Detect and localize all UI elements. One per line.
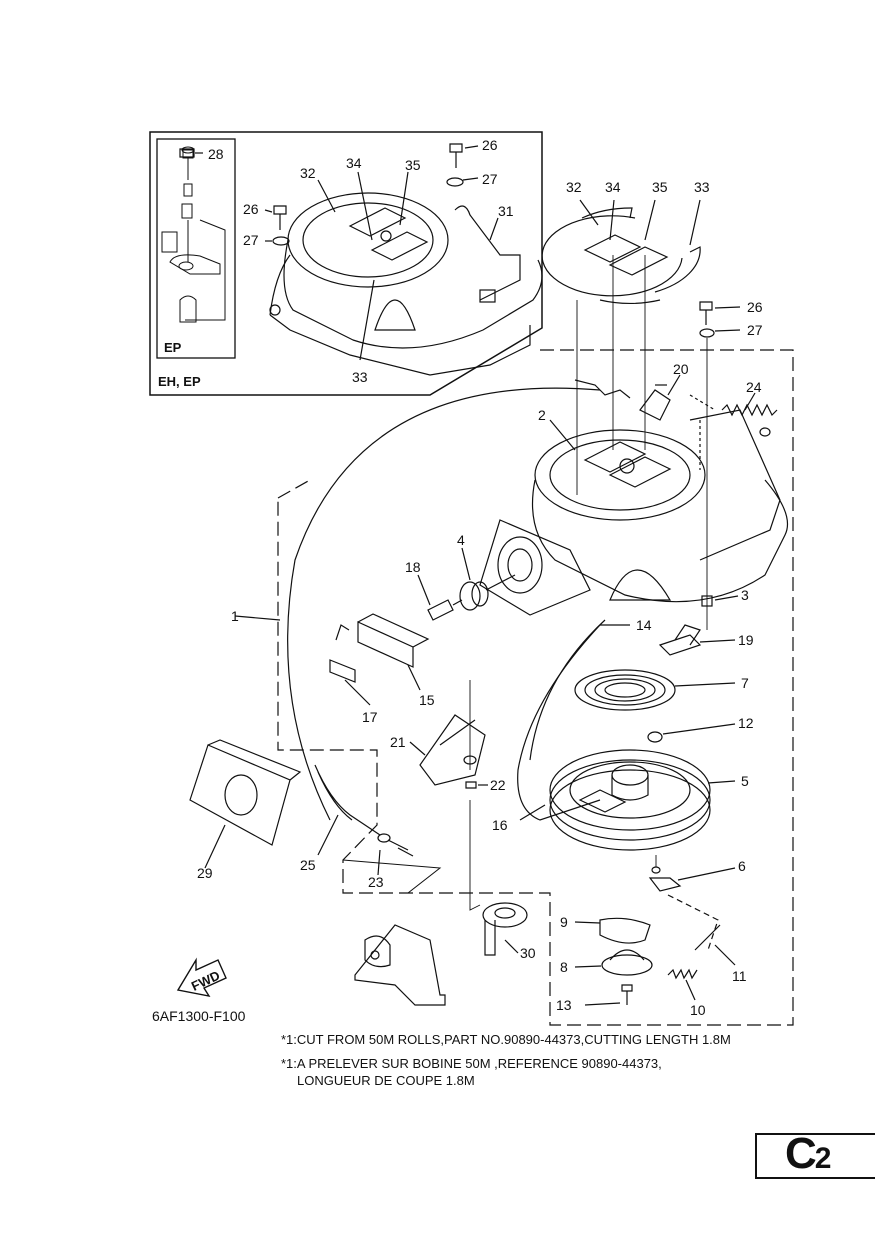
callout-9: 9 [560, 914, 568, 930]
clip-17 [329, 624, 356, 683]
inset-washer-27a [446, 177, 464, 187]
callout-21: 21 [390, 734, 406, 750]
recoil-starter-housing [479, 384, 789, 616]
callout-2: 2 [538, 407, 546, 423]
washer-27 [699, 328, 715, 338]
note-french-line2: LONGUEUR DE COUPE 1.8M [297, 1073, 475, 1088]
callout-28: 28 [208, 146, 224, 162]
inset-bolt-26a [449, 143, 463, 168]
callout-24: 24 [746, 379, 762, 395]
cable-25 [314, 764, 381, 836]
adjuster-18 [427, 599, 463, 621]
callout-34: 34 [605, 179, 621, 195]
callout-18: 18 [405, 559, 421, 575]
starter-cable-16 [517, 624, 601, 821]
lever-19 [658, 624, 702, 656]
emblem-exploded-illustration [541, 207, 701, 304]
callout-14: 14 [636, 617, 652, 633]
callout-31: 31 [498, 203, 514, 219]
callout-27: 27 [747, 322, 763, 338]
callout-32: 32 [566, 179, 582, 195]
callout-labels: 28 32 34 35 26 27 26 27 31 33 EP EH, EP … [152, 137, 763, 1024]
bolt-26 [699, 301, 713, 325]
callout-17: 17 [362, 709, 378, 725]
page-code-box: C2 [755, 1129, 875, 1179]
fwd-arrow-icon [176, 957, 227, 997]
callout-33: 33 [694, 179, 710, 195]
screw-22 [465, 781, 477, 789]
cover-plate-29 [189, 739, 302, 846]
callout-19: 19 [738, 632, 754, 648]
inset-washer-27b [272, 236, 290, 246]
callout-25: 25 [300, 857, 316, 873]
callout-27-inset-top: 27 [482, 171, 498, 187]
cable-bracket-21 [419, 714, 486, 786]
callout-20: 20 [673, 361, 689, 377]
link-11 [694, 924, 721, 951]
inset-recoil-cover-illustration [269, 192, 543, 376]
callout-34-inset: 34 [346, 155, 362, 171]
callout-27-inset-left: 27 [243, 232, 259, 248]
pulley-5 [549, 749, 711, 851]
callout-33-inset: 33 [352, 369, 368, 385]
inset-bolt-26b [273, 205, 287, 230]
callout-35-inset: 35 [405, 157, 421, 173]
drive-plate-8 [601, 949, 653, 976]
callout-12: 12 [738, 715, 754, 731]
pawl-6 [648, 866, 682, 892]
callout-23: 23 [368, 874, 384, 890]
callout-6: 6 [738, 858, 746, 874]
ep-bracket-illustration [161, 146, 226, 323]
spiral-spring-7 [574, 669, 676, 711]
throttle-cable-1 [287, 387, 601, 821]
inset-panel [149, 131, 543, 396]
spring-10 [667, 968, 698, 980]
callout-1: 1 [231, 608, 239, 624]
note-english: *1:CUT FROM 50M ROLLS,PART NO.90890-4437… [281, 1032, 731, 1047]
callout-15: 15 [419, 692, 435, 708]
callout-16: 16 [492, 817, 508, 833]
connector-23 [377, 833, 414, 876]
inset-main-label: EH, EP [158, 374, 201, 389]
clamp-30 [482, 902, 528, 956]
callout-26-inset-left: 26 [243, 201, 259, 217]
callout-3: 3 [741, 587, 749, 603]
assembly-boundary [277, 349, 794, 1026]
inset-sub-label: EP [164, 340, 182, 355]
spring-24 [721, 403, 778, 437]
callout-8: 8 [560, 959, 568, 975]
callout-7: 7 [741, 675, 749, 691]
callout-11: 11 [732, 968, 747, 984]
callout-30: 30 [520, 945, 536, 961]
note-french-line1: *1:A PRELEVER SUR BOBINE 50M ,REFERENCE … [281, 1056, 662, 1071]
callout-13: 13 [556, 997, 572, 1013]
collar-3 [701, 595, 713, 607]
friction-plate-9 [599, 917, 651, 944]
callout-22: 22 [490, 777, 506, 793]
callout-26-inset-top: 26 [482, 137, 498, 153]
engine-mount-bracket [354, 924, 446, 1006]
callout-4: 4 [457, 532, 465, 548]
bracket-15 [357, 613, 430, 668]
callout-5: 5 [741, 773, 749, 789]
inset-bolt-28 [179, 148, 195, 158]
bolt-13 [621, 984, 633, 1005]
clip-12 [647, 731, 663, 743]
page-code: C2 [785, 1129, 831, 1178]
diagram-code: 6AF1300-F100 [152, 1008, 246, 1024]
callout-35: 35 [652, 179, 668, 195]
callout-10: 10 [690, 1002, 706, 1018]
callout-29: 29 [197, 865, 213, 881]
grommet-4 [459, 574, 516, 611]
callout-32-inset: 32 [300, 165, 316, 181]
callout-26: 26 [747, 299, 763, 315]
